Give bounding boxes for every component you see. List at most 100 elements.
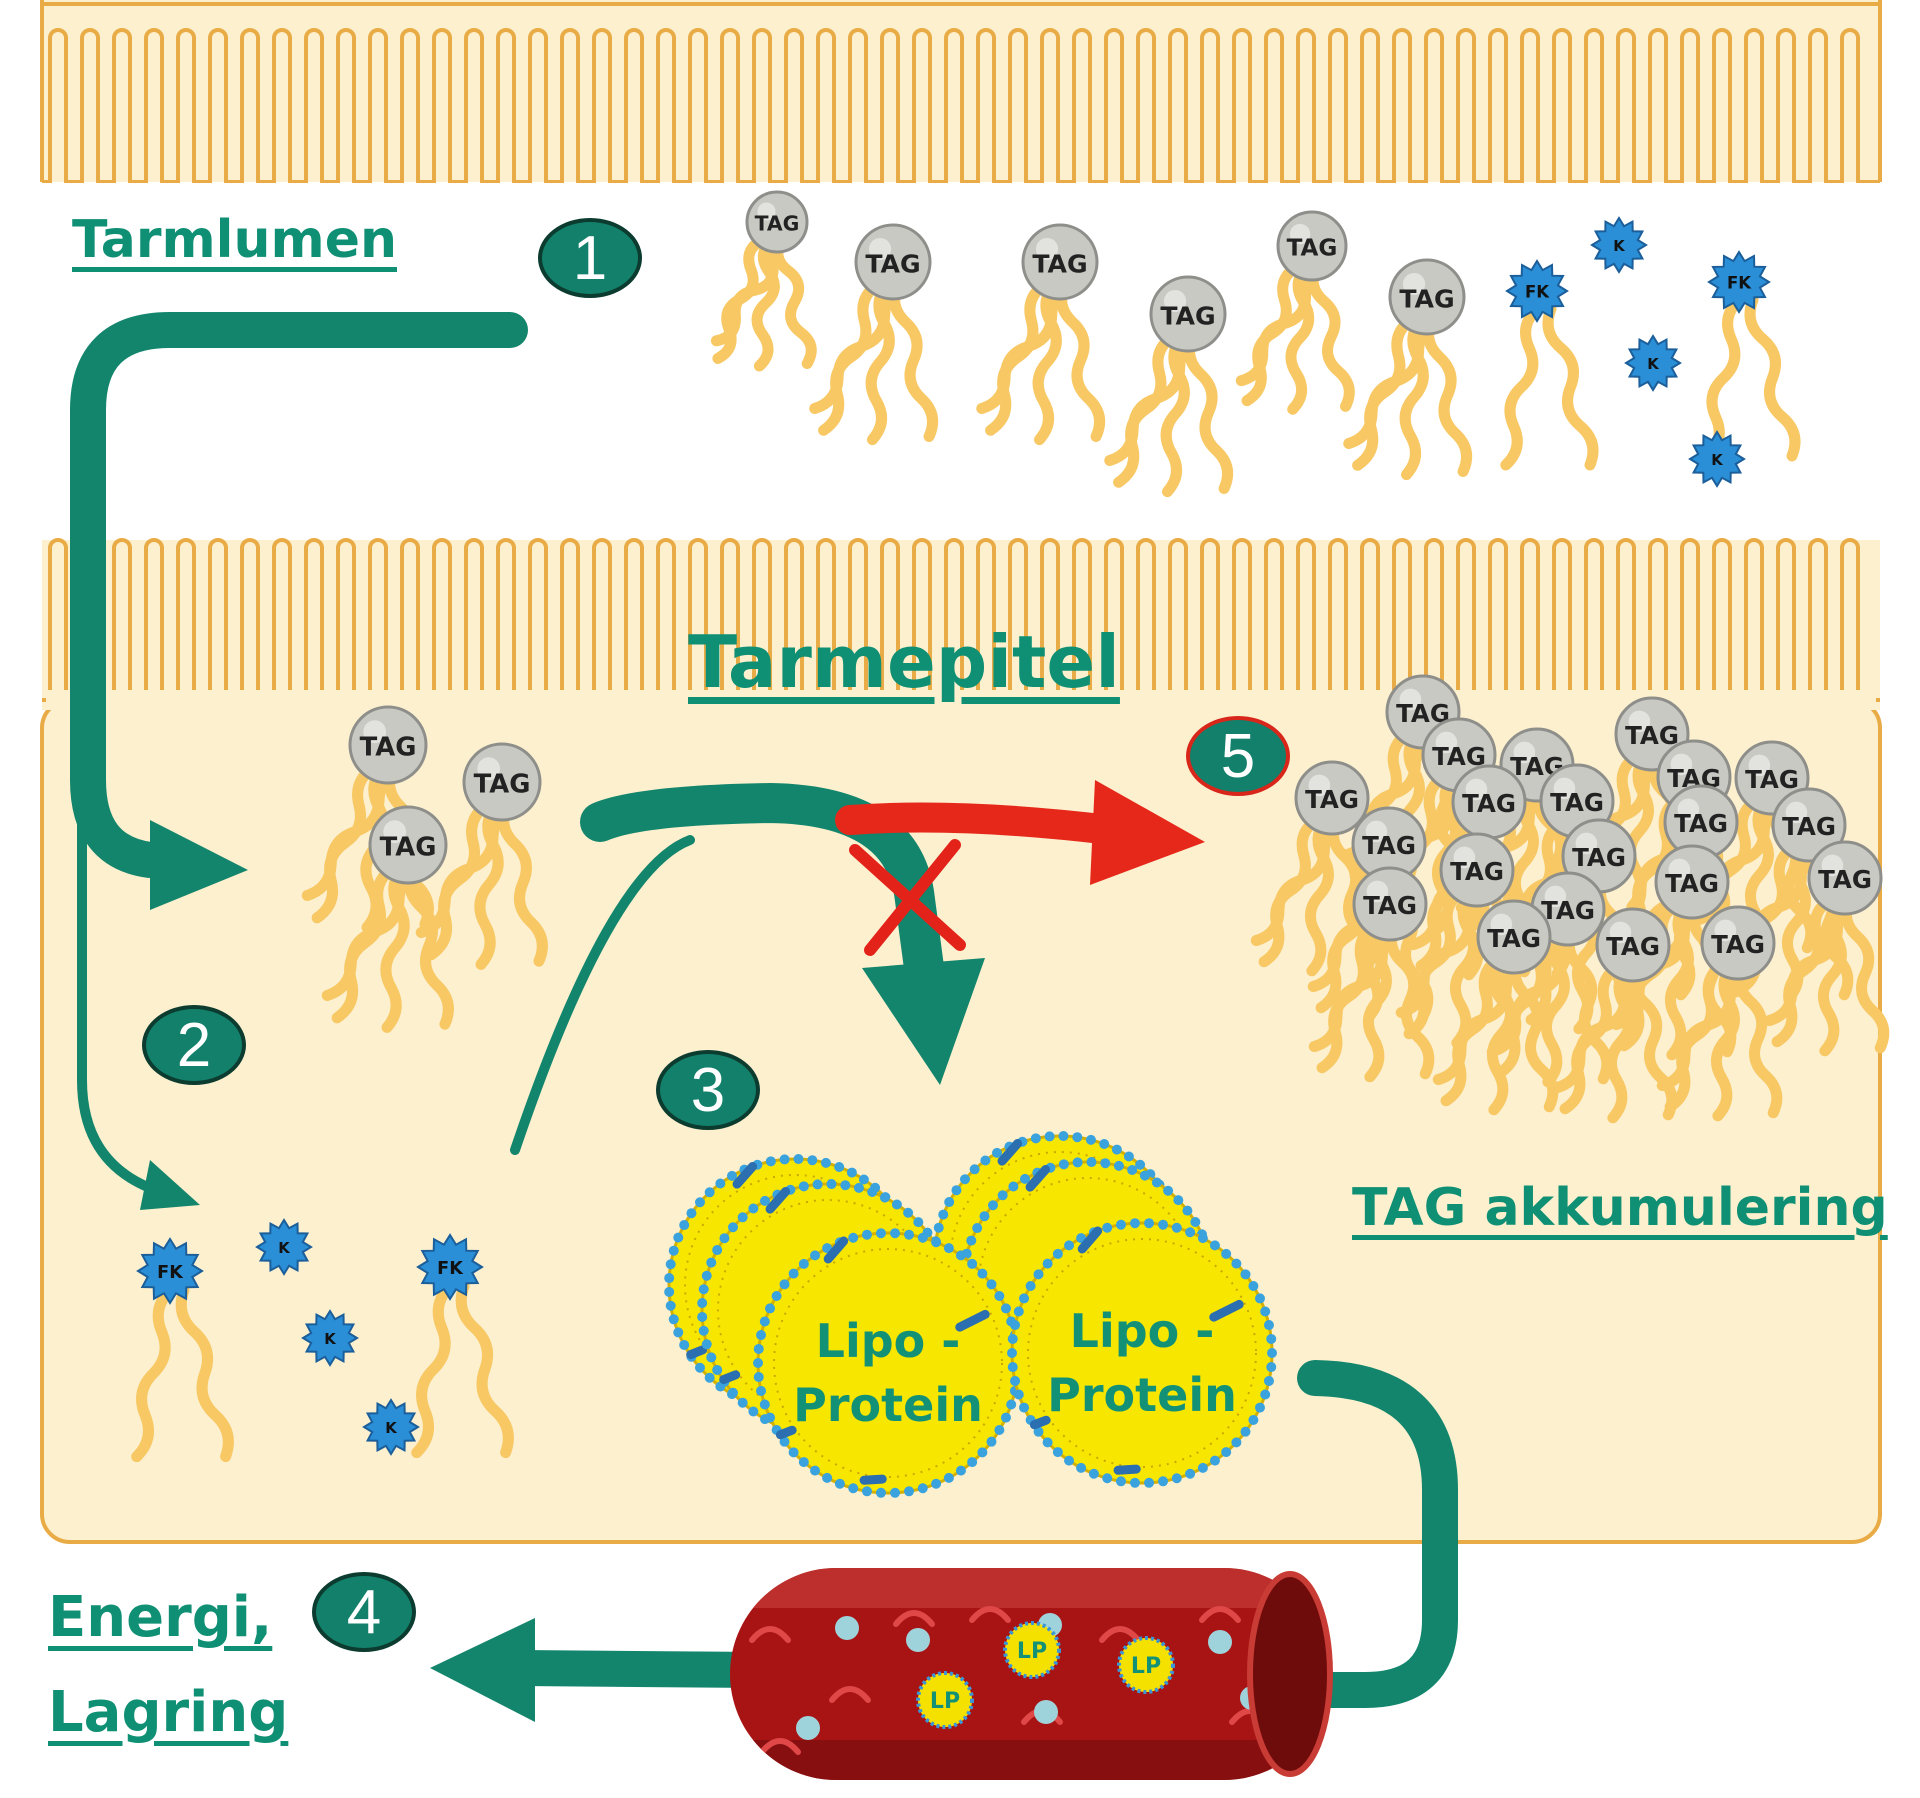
plasma-cell (1208, 1630, 1232, 1654)
tag-molecule: TAG (1771, 787, 1847, 863)
star-label: K (324, 1330, 336, 1348)
step-5-badge: 5 (1186, 716, 1290, 796)
tag-molecule: TAG (1595, 907, 1671, 983)
fatty-acid-tail (1305, 814, 1334, 977)
tag-label: TAG (380, 833, 437, 863)
fatty-acid-tail (1235, 260, 1333, 387)
fatty-acid-tail (1422, 313, 1473, 477)
tag-label: TAG (1745, 765, 1799, 794)
fatty-acid-tail (1509, 953, 1559, 1113)
tag-label: TAG (1487, 924, 1541, 953)
tag-molecule: TAG (1352, 866, 1428, 942)
tag-label: TAG (1711, 930, 1765, 959)
plasma-cell (906, 1628, 930, 1652)
lipoprotein-label-1: Lipo - (1070, 1304, 1215, 1358)
fatty-acid-tail (415, 799, 523, 938)
fatty-acid-tail (1183, 330, 1234, 494)
fatty-acid-tail (321, 862, 429, 1001)
fatty-acid-tail (1551, 961, 1654, 1094)
red-blood-cell (1199, 1606, 1241, 1623)
lipoprotein: Lipo -Protein (753, 1228, 1023, 1498)
fatty-acid-tail (1250, 814, 1353, 947)
star-label: FK (157, 1263, 184, 1283)
fatty-acid-tail (1541, 925, 1570, 1088)
fatty-acid-star: K (255, 1218, 313, 1276)
plasma-cell (835, 1616, 859, 1640)
fatty-acid-tail (809, 278, 914, 415)
fatty-acid-tail (498, 799, 548, 967)
tag-label: TAG (865, 249, 920, 278)
tag-label: TAG (1550, 788, 1604, 817)
tag-molecule: TAG (745, 190, 809, 254)
fatty-acid-tail (1542, 303, 1599, 471)
fatty-acid-tail (1432, 953, 1535, 1086)
tag-molecule: TAG (1807, 840, 1883, 916)
fatty-acid-tail (1744, 294, 1801, 462)
fatty-acid-tail (1656, 959, 1759, 1092)
fatty-acid-tail (751, 234, 780, 372)
fatty-acid-tail (1363, 920, 1392, 1083)
tag-label: TAG (1432, 742, 1486, 771)
storage-label: Lagring (48, 1680, 289, 1745)
blocked-cross-icon (849, 839, 966, 956)
star-label: FK (1727, 274, 1752, 293)
fatty-acid-tail (1308, 920, 1411, 1053)
tag-label: TAG (1665, 869, 1719, 898)
fatty-acid-star: K (1624, 334, 1682, 392)
tag-molecule: TAG (1561, 818, 1637, 894)
tag-label: TAG (1363, 891, 1417, 920)
tag-label: TAG (1305, 785, 1359, 814)
lp-label: LP (1131, 1654, 1161, 1679)
arrow-to-blood (430, 1360, 1458, 1722)
fatty-acid-tail (1818, 894, 1847, 1057)
step-4-badge: 4 (312, 1572, 416, 1652)
red-blood-cell (893, 1610, 935, 1627)
tag-molecule: TAG (1021, 223, 1099, 301)
plasma-cell (796, 1716, 820, 1740)
fatty-acid-tail (1450, 886, 1479, 1049)
tag-label: TAG (1782, 812, 1836, 841)
tag-molecule: TAG (854, 223, 932, 301)
fatty-acid-tail (1395, 886, 1498, 1019)
star-label: FK (1525, 283, 1550, 302)
tag-molecule: TAG (1149, 275, 1227, 353)
fatty-acid-tail (1563, 925, 1613, 1085)
lumen-label: Tarmlumen (72, 210, 397, 270)
fatty-acid-tail (301, 762, 409, 901)
energy-label: Energi, (48, 1585, 273, 1650)
fatty-acid-tail (1486, 925, 1589, 1058)
fatty-acid-star: K (1590, 216, 1648, 274)
tag-label: TAG (1287, 236, 1338, 262)
fatty-acid-star: K (301, 1309, 359, 1367)
fatty-acid-star: FK (416, 1233, 484, 1301)
fatty-acid-tail (1343, 313, 1448, 450)
tag-label: TAG (1450, 857, 1504, 886)
lipoprotein: Lipo -Protein (1007, 1218, 1277, 1488)
star-label: K (385, 1419, 397, 1437)
arrow-to-lipoprotein (510, 782, 985, 1155)
red-blood-cell (969, 1606, 1011, 1623)
tag-label: TAG (1399, 284, 1454, 313)
fatty-acid-tail (1500, 303, 1543, 471)
tag-molecule: TAG (1451, 764, 1527, 840)
tag-molecule: TAG (1654, 844, 1730, 920)
fatty-acid-tail (1104, 330, 1209, 467)
fatty-acid-tail (411, 1280, 456, 1459)
epithelium-label: Tarmepitel (688, 620, 1120, 704)
tag-molecule: TAG (1388, 258, 1466, 336)
fatty-acid-tail (710, 234, 798, 347)
step-2-badge: 2 (142, 1005, 246, 1085)
tag-label: TAG (1032, 249, 1087, 278)
lipoprotein-label-2: Protein (793, 1378, 983, 1432)
tag-molecule: TAG (1663, 784, 1739, 860)
tag-molecule: TAG (368, 805, 448, 885)
tag-molecule: TAG (1276, 210, 1348, 282)
tag-label: TAG (1625, 721, 1679, 750)
lumen-microvilli-membrane (40, 0, 1882, 189)
fatty-acid-tail (1487, 953, 1516, 1116)
tag-molecule: TAG (348, 705, 428, 785)
